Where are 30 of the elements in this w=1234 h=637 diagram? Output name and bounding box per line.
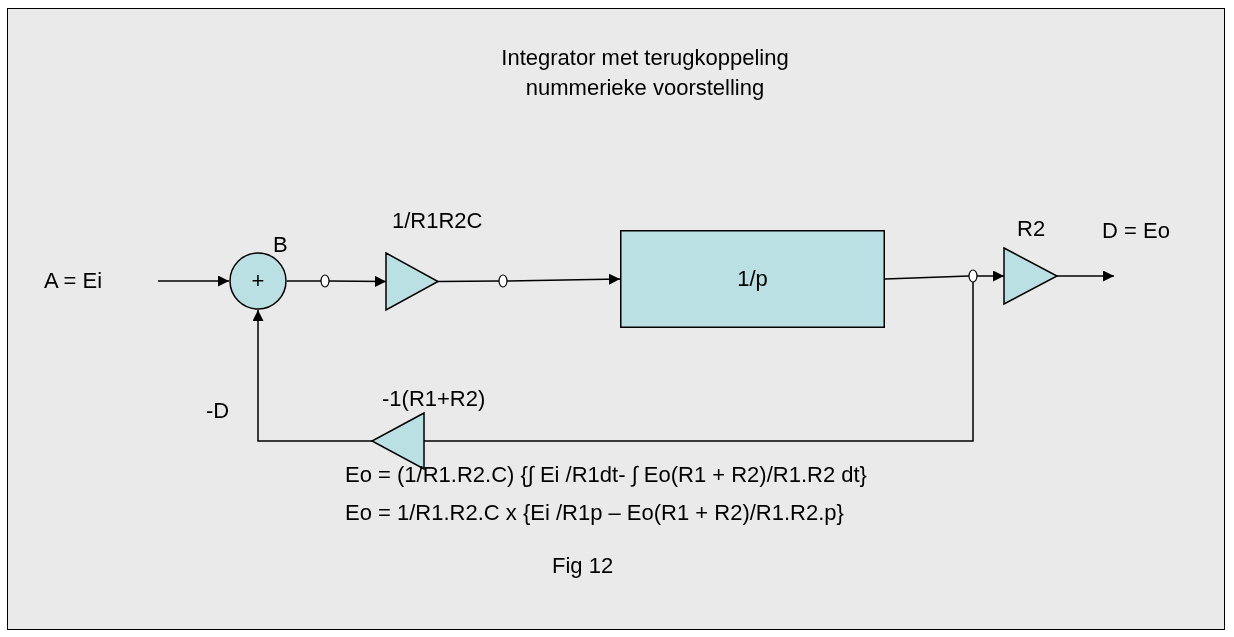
junction-circle	[321, 275, 329, 287]
figure-caption: Fig 12	[552, 553, 614, 579]
gain-label: -1(R1+R2)	[382, 386, 486, 412]
connector-line	[286, 280, 322, 282]
signal-arrow	[157, 275, 230, 287]
diagram-title: Integrator met terugkoppeling nummerieke voorstelling	[500, 44, 790, 102]
gain-label: 1/R1R2C	[392, 208, 483, 234]
signal-arrow	[252, 309, 373, 442]
feedback-label: -D	[206, 398, 230, 424]
amplifier-triangle	[1004, 248, 1057, 304]
output-label: D = Eo	[1102, 218, 1170, 244]
signal-arrow	[976, 270, 1005, 282]
signal-arrow	[1056, 270, 1115, 282]
connector-line	[423, 281, 974, 442]
signal-label: A = Ei	[43, 268, 103, 294]
gain-label: R2	[1017, 216, 1046, 242]
connector-line	[884, 275, 970, 280]
equation: Eo = 1/R1.R2.C x {Ei /R1p – Eo(R1 + R2)/R1.R2.p}	[345, 500, 844, 526]
block-label: 1/p	[737, 266, 768, 292]
gain-label: B	[273, 232, 288, 258]
signal-arrow	[328, 275, 387, 287]
connector-line	[437, 280, 500, 283]
signal-arrow	[506, 273, 621, 285]
summing-junction	[229, 252, 287, 310]
plus-sign: +	[251, 268, 265, 294]
equation: Eo = (1/R1.R2.C) {∫ Ei /R1dt- ∫ Eo(R1 + R2)/R1.R2 dt}	[345, 462, 867, 488]
junction-circle	[969, 270, 977, 282]
junction-circle	[499, 275, 507, 287]
transfer-block	[620, 230, 885, 328]
amplifier-triangle	[386, 253, 438, 310]
